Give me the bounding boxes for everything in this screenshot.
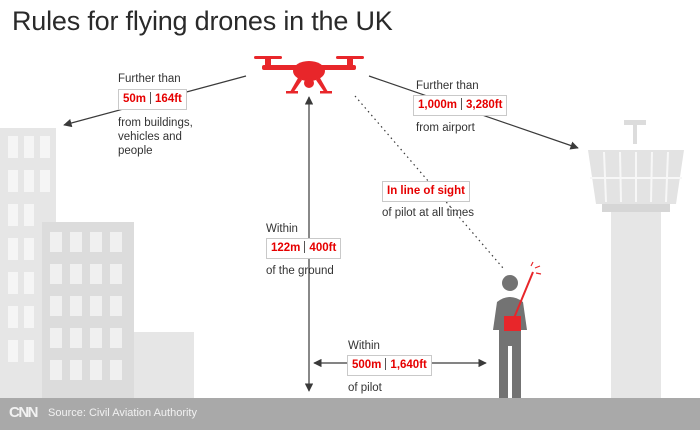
people-metric: 50m bbox=[123, 93, 147, 105]
separator bbox=[304, 241, 306, 253]
line-of-sight-headline: In line of sight bbox=[387, 185, 465, 197]
height-imperial: 400ft bbox=[309, 242, 337, 254]
people-distance-box: 50m 164ft bbox=[118, 89, 187, 110]
airport-control-tower-icon bbox=[588, 120, 684, 398]
people-rule-above: Further than bbox=[118, 73, 181, 85]
people-below-line-1: from buildings, bbox=[118, 117, 193, 129]
people-rule-below: from buildings, vehicles and people bbox=[118, 116, 193, 158]
separator bbox=[461, 98, 463, 110]
pilot-distance-below: of pilot bbox=[348, 382, 382, 394]
page-title: Rules for flying drones in the UK bbox=[12, 6, 393, 36]
separator bbox=[385, 358, 387, 370]
cnn-logo: CNN bbox=[9, 404, 39, 421]
source-credit: Source: Civil Aviation Authority bbox=[48, 407, 197, 419]
people-below-line-2: vehicles and bbox=[118, 131, 182, 143]
line-of-sight-below: of pilot at all times bbox=[382, 207, 475, 219]
airport-rule-above: Further than bbox=[416, 80, 479, 92]
airport-imperial: 3,280ft bbox=[466, 99, 503, 111]
height-rule-below: of the ground bbox=[266, 265, 334, 277]
height-distance-box: 122m 400ft bbox=[266, 238, 342, 259]
pilot-distance-box: 500m 1,640ft bbox=[347, 355, 432, 376]
people-imperial: 164ft bbox=[155, 93, 182, 105]
airport-rule-below: from airport bbox=[416, 122, 475, 134]
medium-building bbox=[42, 222, 134, 398]
line-of-sight-box: In line of sight bbox=[382, 181, 470, 202]
pilot-metric: 500m bbox=[352, 359, 382, 371]
pilot-with-remote-icon bbox=[493, 261, 542, 398]
pilot-distance-above: Within bbox=[348, 340, 380, 352]
small-building bbox=[134, 332, 194, 398]
people-below-line-3: people bbox=[118, 145, 153, 157]
quadcopter-drone-icon bbox=[254, 56, 364, 94]
height-metric: 122m bbox=[271, 242, 301, 254]
airport-metric: 1,000m bbox=[418, 99, 458, 111]
pilot-imperial: 1,640ft bbox=[390, 359, 427, 371]
separator bbox=[150, 92, 152, 104]
ground-footer-bar bbox=[0, 398, 700, 430]
airport-distance-box: 1,000m 3,280ft bbox=[413, 95, 508, 116]
height-rule-above: Within bbox=[266, 223, 298, 235]
